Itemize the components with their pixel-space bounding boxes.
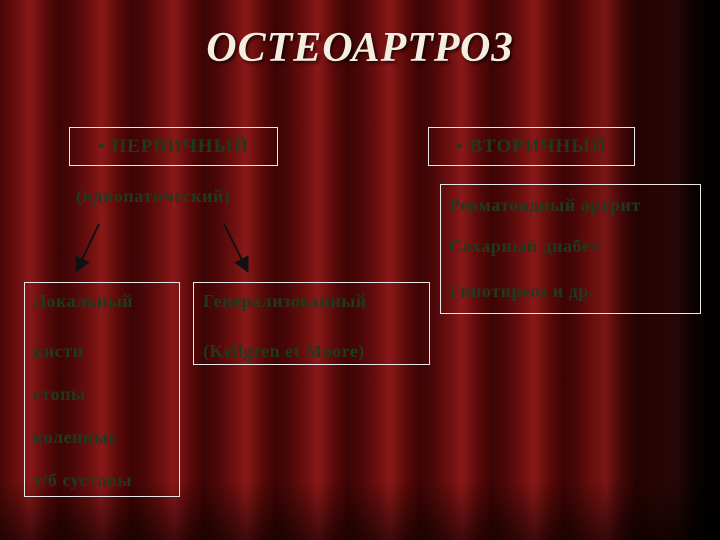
stage-floor-shadow: [0, 480, 720, 540]
secondary-item: Гипотиреоз и др.: [449, 281, 594, 301]
local-item: стопы: [33, 384, 86, 404]
generalized-box: [193, 282, 430, 365]
arrow-to-generalized: [223, 223, 249, 274]
slide-title: ОСТЕОАРТРОЗ: [206, 25, 514, 71]
secondary-item: Ревматоидный артрит: [449, 195, 641, 215]
secondary-label: • ВТОРИЧНЫЙ: [456, 136, 607, 157]
primary-subtitle: (идиопатический): [76, 186, 231, 206]
local-item: кисти: [33, 341, 84, 361]
generalized-note: (Kellgren et Moore): [203, 341, 365, 361]
local-heading: Локальный: [33, 291, 134, 311]
secondary-box: • ВТОРИЧНЫЙ: [428, 127, 635, 166]
primary-label: • ПЕРВИЧНЫЙ: [97, 136, 250, 157]
arrow-to-local: [75, 223, 100, 274]
generalized-heading: Генерализованный: [203, 291, 367, 311]
primary-box: • ПЕРВИЧНЫЙ: [69, 127, 278, 166]
secondary-causes-box: [440, 184, 701, 314]
secondary-item: Сахарный диабет: [449, 236, 600, 256]
local-item: т/б суставы: [33, 470, 132, 490]
local-box: [24, 282, 180, 497]
local-item: коленные: [33, 427, 117, 447]
